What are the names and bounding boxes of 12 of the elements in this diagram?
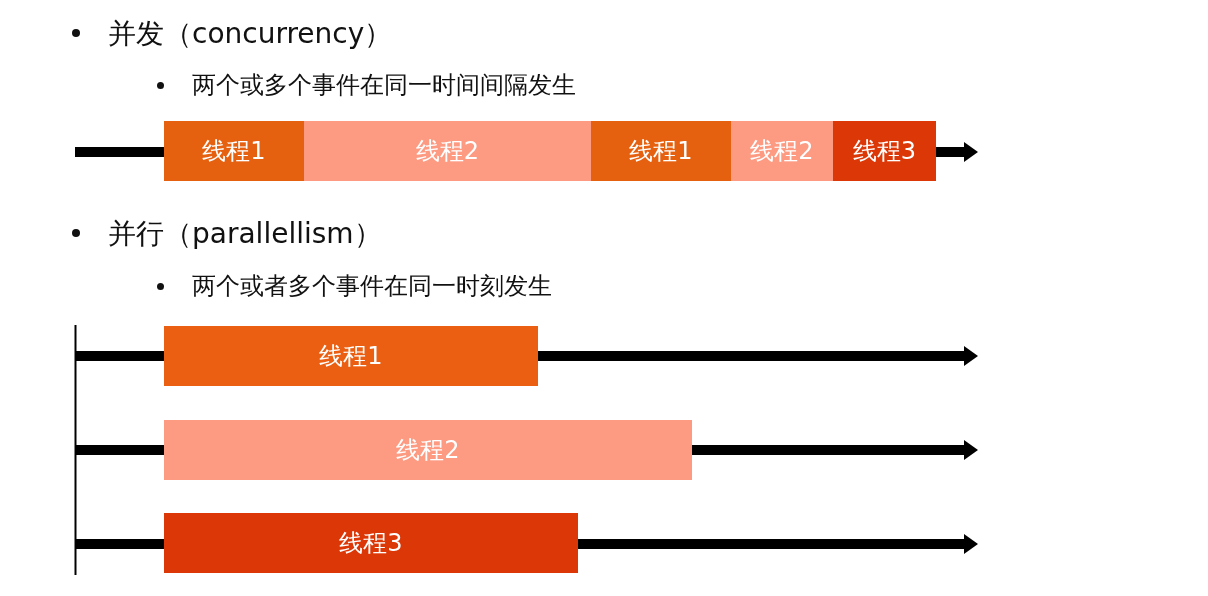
thread-bar: 线程2: [304, 121, 591, 181]
thread-bar: 线程3: [833, 121, 936, 181]
section-heading: 并发（concurrency）: [108, 15, 393, 51]
definition-text: 两个或者多个事件在同一时刻发生: [192, 271, 552, 301]
thread-bar: 线程1: [164, 326, 538, 386]
thread-bar: 线程2: [731, 121, 833, 181]
thread-bar: 线程1: [164, 121, 304, 181]
thread-bar: 线程1: [591, 121, 731, 181]
section-heading: 并行（parallellism）: [108, 215, 382, 251]
thread-bar: 线程2: [164, 420, 692, 480]
definition-text: 两个或多个事件在同一时间间隔发生: [192, 70, 576, 100]
thread-bar: 线程3: [164, 513, 578, 573]
